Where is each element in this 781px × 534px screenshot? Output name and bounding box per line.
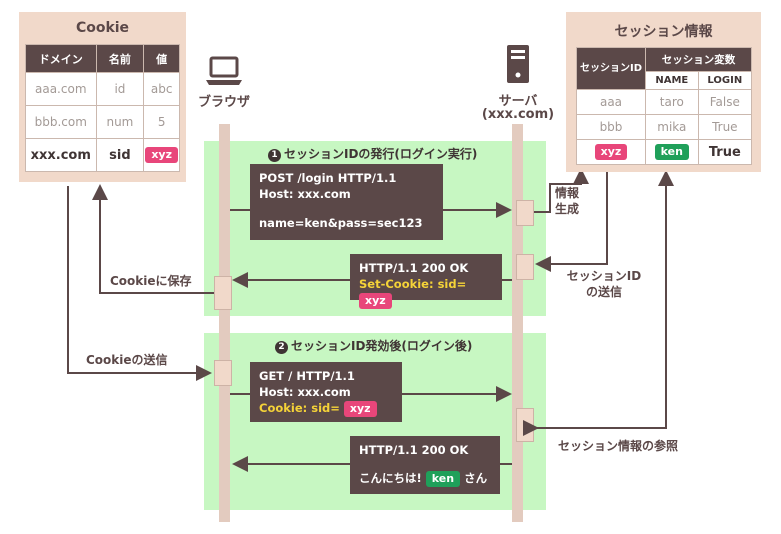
session-table: セッションID セッション変数 NAME LOGIN aaa taro Fals… (576, 47, 753, 165)
arrow-session-lookup (523, 170, 674, 436)
save-cookie-label: Cookieに保存 (110, 274, 192, 288)
server-host-label: (xxx.com) (481, 107, 555, 122)
arrow-save-cookie (92, 184, 214, 294)
server-icon (507, 45, 529, 83)
arrow-send-cookie (67, 186, 212, 381)
browser-label: ブラウザ (197, 95, 250, 110)
cookie-panel-title: Cookie (75, 20, 130, 36)
server-label: サーバ (498, 94, 538, 109)
session-panel-title: セッション情報 (614, 24, 713, 40)
session-header-id: セッションID (576, 47, 646, 90)
cookie-header-value-tag: xyz (343, 401, 377, 417)
cookie-row: xxx.com sid xyz (25, 138, 180, 172)
greeting-name-tag: ken (425, 471, 461, 487)
browser-activation-1 (214, 276, 232, 310)
get-response-message: HTTP/1.1 200 OK こんにちは! ken さん (350, 436, 500, 494)
session-header-login: LOGIN (697, 71, 753, 90)
session-header-vars: セッション変数 (645, 47, 752, 72)
session-name-tag: ken (654, 144, 689, 160)
cookie-row: bbb.com num 5 (25, 105, 180, 139)
session-row: aaa taro False (576, 89, 753, 115)
cookie-table: ドメイン 名前 値 aaa.com id abc bbb.com num 5 x… (25, 44, 180, 172)
send-cookie-label: Cookieの送信 (86, 353, 168, 367)
browser-activation-2 (214, 360, 232, 386)
session-id-tag: xyz (594, 144, 628, 160)
session-lookup-label: セッション情報の参照 (558, 439, 679, 453)
cookie-header-name: 名前 (95, 44, 145, 73)
cookie-value-tag: xyz (145, 147, 178, 163)
session-row: xyz ken True (576, 139, 753, 165)
phase2-number: 2 (275, 341, 288, 354)
server-lifeline (512, 124, 523, 522)
browser-lifeline (219, 124, 230, 522)
cookie-row: aaa.com id abc (25, 72, 180, 106)
cookie-header-value: 値 (143, 44, 180, 73)
login-response-message: HTTP/1.1 200 OK Set-Cookie: sid= xyz (350, 254, 502, 309)
cookie-header-domain: ドメイン (25, 44, 97, 73)
info-generate-label: 情報 生成 (555, 186, 580, 216)
set-cookie-value-tag: xyz (359, 293, 392, 309)
login-request-message: POST /login HTTP/1.1 Host: xxx.com name=… (250, 164, 443, 240)
get-request-message: GET / HTTP/1.1 Host: xxx.com Cookie: sid… (250, 362, 402, 422)
phase1-number: 1 (268, 149, 281, 162)
session-id-send-label: セッションID の送信 (566, 269, 642, 299)
session-row: bbb mika True (576, 114, 753, 140)
session-header-name: NAME (645, 71, 699, 90)
laptop-icon (206, 56, 242, 85)
